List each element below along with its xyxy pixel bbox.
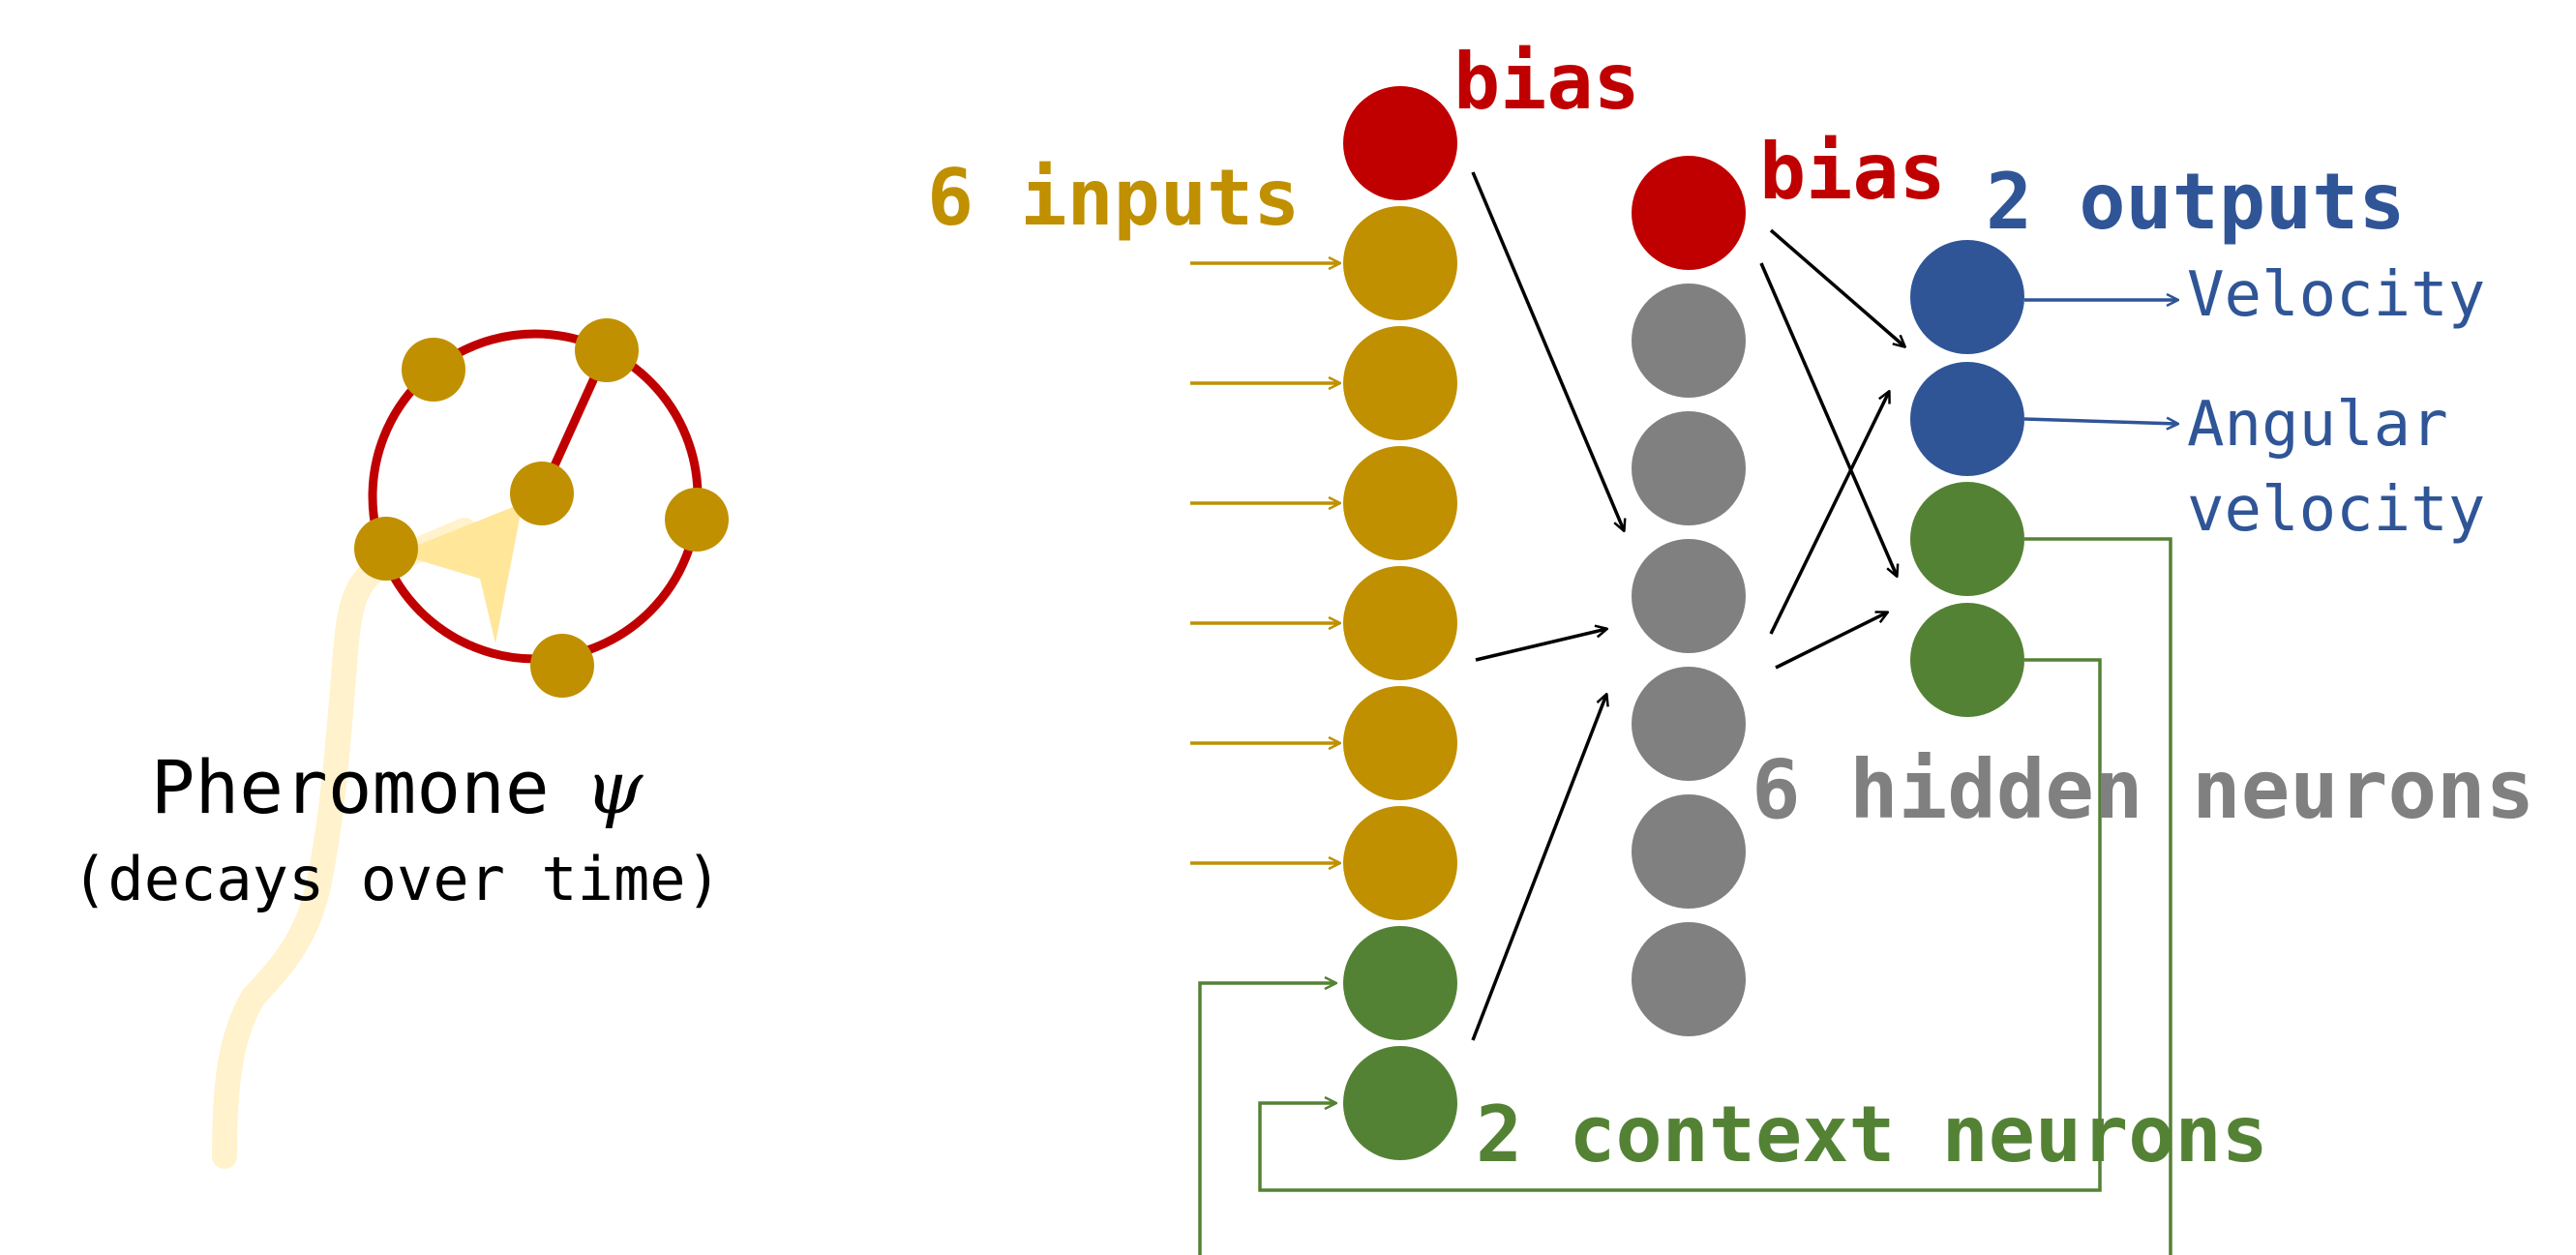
output-arrows xyxy=(2023,300,2177,424)
connection-arrow xyxy=(1769,392,1889,635)
agent-sensors xyxy=(354,318,729,698)
inputs-label: 6 inputs xyxy=(927,153,1300,243)
context-output-neuron xyxy=(1910,603,2024,717)
connection-arrow xyxy=(1775,613,1887,670)
connection-arrow xyxy=(1471,695,1606,1041)
hidden-neuron xyxy=(1632,922,1746,1036)
sensor-dot xyxy=(575,318,639,382)
context-loop-inner xyxy=(1258,658,2102,1192)
sensor-dot xyxy=(402,338,465,402)
pheromone-illustration: Pheromone ψ (decays over time) xyxy=(72,318,729,1169)
hidden-neuron xyxy=(1632,539,1746,653)
context-loops xyxy=(1198,537,2172,1255)
connection-arrow xyxy=(1471,171,1624,530)
output-neuron-angular-velocity xyxy=(1910,362,2024,476)
sensor-dot xyxy=(530,634,594,698)
sensor-dot-center xyxy=(510,462,574,525)
input-layer xyxy=(1343,86,1457,1160)
sensor-dot xyxy=(354,517,418,581)
context-loop-outer xyxy=(1198,537,2172,1255)
connection-arrows xyxy=(1471,171,1904,1041)
input-bias-label: bias xyxy=(1453,37,1640,127)
input-neuron xyxy=(1343,686,1457,800)
pheromone-label: Pheromone ψ xyxy=(151,744,644,830)
hidden-neuron xyxy=(1632,794,1746,909)
pheromone-word: Pheromone xyxy=(151,744,550,830)
hidden-layer xyxy=(1632,156,1746,1036)
pheromone-trail xyxy=(212,518,477,1169)
input-neuron xyxy=(1343,806,1457,920)
sensor-dot xyxy=(665,488,729,552)
context-neurons-label: 2 context neurons xyxy=(1476,1090,2268,1180)
hidden-bias-label: bias xyxy=(1759,127,1946,217)
context-output-neuron xyxy=(1910,482,2024,596)
input-neuron xyxy=(1343,326,1457,440)
input-bias-neuron xyxy=(1343,86,1457,200)
velocity-label: Velocity xyxy=(2187,259,2485,331)
hidden-neurons-label: 6 hidden neurons xyxy=(1752,742,2534,837)
hidden-neuron xyxy=(1632,667,1746,781)
angular-velocity-label-line2: velocity xyxy=(2187,474,2485,546)
psi-symbol: ψ xyxy=(585,744,644,830)
output-neuron-velocity xyxy=(1910,240,2024,354)
hidden-bias-neuron xyxy=(1632,156,1746,270)
connection-arrow xyxy=(1769,228,1904,346)
input-neuron xyxy=(1343,206,1457,320)
output-arrow-angular xyxy=(2023,419,2177,424)
connection-arrow xyxy=(1759,262,1897,576)
context-input-neuron xyxy=(1343,926,1457,1040)
input-neuron xyxy=(1343,446,1457,560)
output-layer xyxy=(1910,240,2024,717)
connection-arrow xyxy=(1475,629,1606,662)
input-arrows xyxy=(1190,263,1339,863)
hidden-neuron xyxy=(1632,411,1746,525)
decay-note: (decays over time) xyxy=(72,844,722,914)
input-neuron xyxy=(1343,566,1457,680)
context-input-neuron xyxy=(1343,1046,1457,1160)
angular-velocity-label-line1: Angular xyxy=(2187,389,2448,461)
pheromone-trail-head xyxy=(397,503,523,643)
hidden-neuron xyxy=(1632,284,1746,398)
outputs-label: 2 outputs xyxy=(1986,157,2405,247)
